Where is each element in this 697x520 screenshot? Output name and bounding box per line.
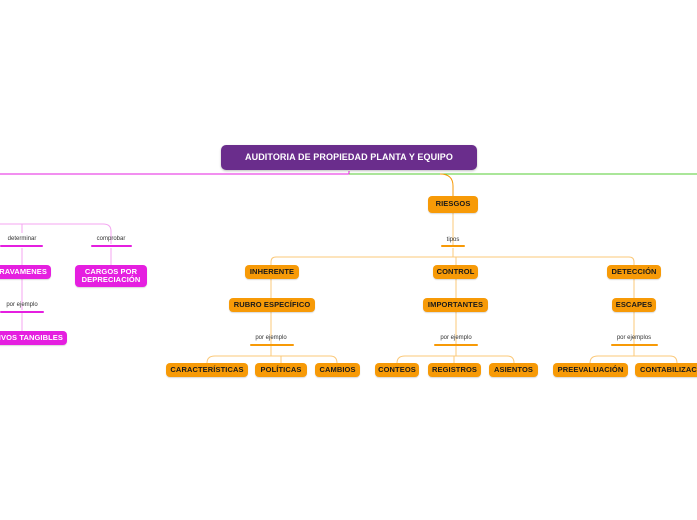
inherente-example-link-label: por ejemplo <box>255 335 287 341</box>
gravamenes-example-link-underline <box>0 311 44 313</box>
determinar-link-label: determinar <box>7 236 37 242</box>
riesgos-node[interactable]: RIESGOS <box>428 196 478 213</box>
comprobar-link-underline <box>91 245 132 247</box>
gravamenes-node[interactable]: GRAVAMENES <box>0 265 51 279</box>
comprobar-link-label: comprobar <box>96 236 126 242</box>
control-node[interactable]: CONTROL <box>433 265 478 279</box>
caracteristicas-node[interactable]: CARACTERÍSTICAS <box>166 363 248 377</box>
preevaluacion-node[interactable]: PREEVALUACIÓN <box>553 363 628 377</box>
asientos-node[interactable]: ASIENTOS <box>489 363 538 377</box>
tipos-link-underline <box>441 245 465 247</box>
control-example-link-label: por ejemplo <box>440 335 472 341</box>
tipos-link-label: tipos <box>446 237 460 243</box>
cambios-node[interactable]: CAMBIOS <box>315 363 360 377</box>
conteos-node[interactable]: CONTEOS <box>375 363 419 377</box>
gravamenes-example-link-label: por ejemplo <box>6 302 38 308</box>
inherente-node[interactable]: INHERENTE <box>245 265 299 279</box>
contabilizacion-node[interactable]: CONTABILIZACIÓN <box>635 363 697 377</box>
politicas-node[interactable]: POLÍTICAS <box>255 363 307 377</box>
escapes-node[interactable]: ESCAPES <box>612 298 656 312</box>
deteccion-example-link-underline <box>611 344 658 346</box>
root-node[interactable]: AUDITORIA DE PROPIEDAD PLANTA Y EQUIPO <box>221 145 477 170</box>
deteccion-node[interactable]: DETECCIÓN <box>607 265 661 279</box>
activos-tangibles-node[interactable]: ACTIVOS TANGIBLES <box>0 331 67 345</box>
importantes-node[interactable]: IMPORTANTES <box>423 298 488 312</box>
rubro-especifico-node[interactable]: RUBRO ESPECÍFICO <box>229 298 315 312</box>
control-example-link-underline <box>434 344 478 346</box>
determinar-link-underline <box>0 245 43 247</box>
deteccion-example-link-label: por ejemplos <box>616 335 652 341</box>
cargos-depreciacion-node[interactable]: CARGOS POR DEPRECIACIÓN <box>75 265 147 287</box>
inherente-example-link-underline <box>250 344 294 346</box>
registros-node[interactable]: REGISTROS <box>428 363 481 377</box>
